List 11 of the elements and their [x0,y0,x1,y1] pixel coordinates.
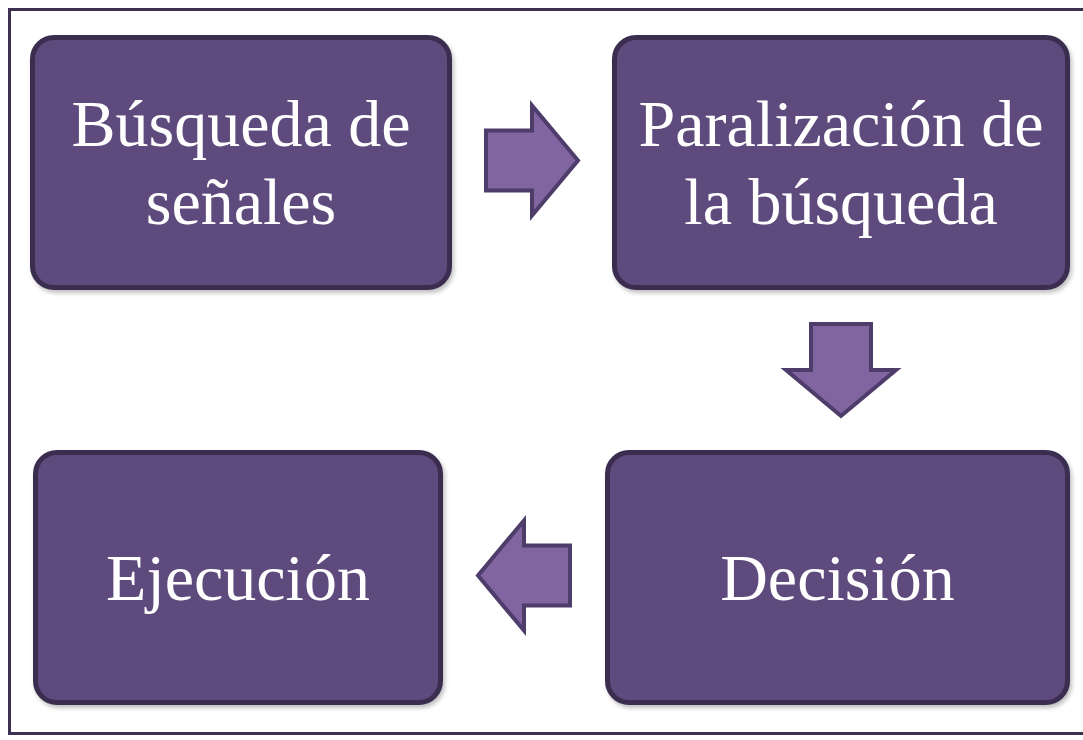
block-arrow [780,322,902,419]
process-box [612,35,1070,290]
process-box [30,35,452,290]
process-box [33,450,443,705]
block-arrow [475,515,572,636]
box-label: Ejecución [106,539,370,616]
box-label: Paralización de la búsqueda [637,85,1045,240]
box-label: Búsqueda de señales [70,85,412,240]
block-arrow [484,100,581,221]
process-box [605,450,1070,705]
box-label: Decisión [720,539,955,616]
